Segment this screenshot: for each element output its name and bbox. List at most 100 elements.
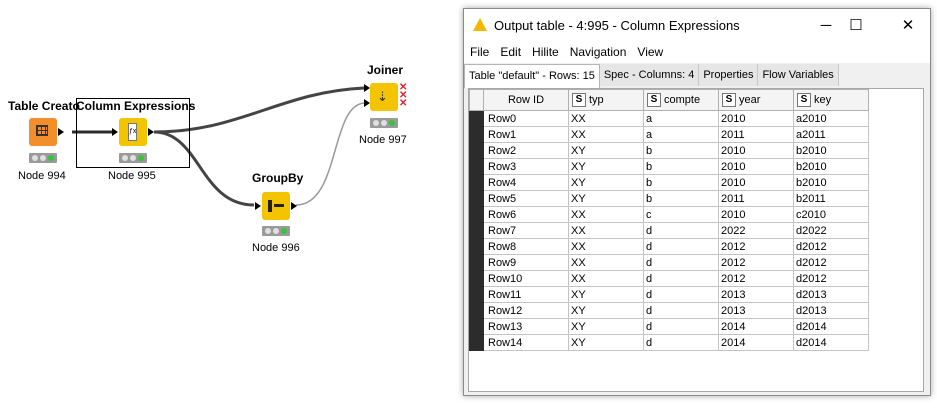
- table-cell[interactable]: d2014: [793, 334, 869, 351]
- table-cell[interactable]: d: [643, 222, 719, 239]
- row-id-cell[interactable]: Row12: [483, 302, 569, 319]
- table-cell[interactable]: b: [643, 142, 719, 159]
- table-cell[interactable]: 2010: [718, 158, 794, 175]
- table-cell[interactable]: XX: [568, 126, 644, 143]
- table-cell[interactable]: XX: [568, 254, 644, 271]
- table-cell[interactable]: d2013: [793, 286, 869, 303]
- table-cell[interactable]: b: [643, 158, 719, 175]
- table-cell[interactable]: XY: [568, 190, 644, 207]
- row-id-cell[interactable]: Row1: [483, 126, 569, 143]
- table-cell[interactable]: a2010: [793, 110, 869, 127]
- table-cell[interactable]: 2011: [718, 190, 794, 207]
- tab-flow-variables[interactable]: Flow Variables: [758, 64, 839, 86]
- table-cell[interactable]: d2022: [793, 222, 869, 239]
- table-cell[interactable]: 2013: [718, 286, 794, 303]
- tab-spec[interactable]: Spec - Columns: 4: [599, 64, 700, 86]
- row-id-cell[interactable]: Row14: [483, 334, 569, 351]
- table-cell[interactable]: d: [643, 238, 719, 255]
- table-cell[interactable]: d: [643, 318, 719, 335]
- table-cell[interactable]: 2014: [718, 334, 794, 351]
- table-cell[interactable]: d: [643, 334, 719, 351]
- node-994[interactable]: [29, 118, 57, 146]
- table-cell[interactable]: 2010: [718, 142, 794, 159]
- table-cell[interactable]: a: [643, 126, 719, 143]
- row-id-cell[interactable]: Row2: [483, 142, 569, 159]
- row-id-cell[interactable]: Row0: [483, 110, 569, 127]
- table-cell[interactable]: 2013: [718, 302, 794, 319]
- table-cell[interactable]: 2014: [718, 318, 794, 335]
- row-id-cell[interactable]: Row9: [483, 254, 569, 271]
- table-cell[interactable]: XY: [568, 334, 644, 351]
- table-cell[interactable]: b2010: [793, 174, 869, 191]
- node-996[interactable]: [262, 192, 290, 220]
- table-cell[interactable]: d2013: [793, 302, 869, 319]
- table-cell[interactable]: d: [643, 286, 719, 303]
- table-cell[interactable]: d2014: [793, 318, 869, 335]
- minimize-icon[interactable]: ─: [820, 16, 832, 34]
- table-cell[interactable]: d2012: [793, 270, 869, 287]
- table-cell[interactable]: 2010: [718, 174, 794, 191]
- table-cell[interactable]: d: [643, 254, 719, 271]
- title-bar[interactable]: Output table - 4:995 - Column Expression…: [464, 9, 930, 41]
- table-cell[interactable]: d: [643, 270, 719, 287]
- table-cell[interactable]: c2010: [793, 206, 869, 223]
- output-table-window[interactable]: Output table - 4:995 - Column Expression…: [463, 8, 931, 396]
- tab-table-default[interactable]: Table "default" - Rows: 15: [464, 64, 600, 88]
- row-id-cell[interactable]: Row3: [483, 158, 569, 175]
- table-cell[interactable]: XX: [568, 110, 644, 127]
- table-cell[interactable]: c: [643, 206, 719, 223]
- table-cell[interactable]: 2011: [718, 126, 794, 143]
- row-id-cell[interactable]: Row13: [483, 318, 569, 335]
- table-cell[interactable]: 2022: [718, 222, 794, 239]
- menu-view[interactable]: View: [637, 45, 664, 59]
- node-995[interactable]: ƒx: [119, 118, 147, 146]
- table-cell[interactable]: b2010: [793, 158, 869, 175]
- table-cell[interactable]: b: [643, 190, 719, 207]
- row-id-cell[interactable]: Row10: [483, 270, 569, 287]
- table-cell[interactable]: XX: [568, 238, 644, 255]
- row-id-cell[interactable]: Row7: [483, 222, 569, 239]
- close-icon[interactable]: ✕: [901, 17, 915, 34]
- column-header-rowid[interactable]: Row ID: [483, 89, 569, 111]
- table-cell[interactable]: d2012: [793, 254, 869, 271]
- table-cell[interactable]: 2012: [718, 254, 794, 271]
- table-cell[interactable]: a2011: [793, 126, 869, 143]
- table-cell[interactable]: XX: [568, 270, 644, 287]
- table-cell[interactable]: XX: [568, 222, 644, 239]
- row-id-cell[interactable]: Row6: [483, 206, 569, 223]
- table-cell[interactable]: XY: [568, 158, 644, 175]
- row-id-cell[interactable]: Row11: [483, 286, 569, 303]
- table-cell[interactable]: 2010: [718, 110, 794, 127]
- table-cell[interactable]: XY: [568, 318, 644, 335]
- row-id-cell[interactable]: Row4: [483, 174, 569, 191]
- table-cell[interactable]: b2010: [793, 142, 869, 159]
- maximize-icon[interactable]: ☐: [849, 17, 863, 34]
- table-cell[interactable]: b2011: [793, 190, 869, 207]
- table-cell[interactable]: XY: [568, 286, 644, 303]
- table-cell[interactable]: a: [643, 110, 719, 127]
- menu-navigation[interactable]: Navigation: [569, 45, 627, 59]
- menu-hilite[interactable]: Hilite: [532, 45, 559, 59]
- table-cell[interactable]: b: [643, 174, 719, 191]
- menu-file[interactable]: File: [470, 45, 490, 59]
- node-997[interactable]: ⇣: [370, 83, 398, 111]
- table-cell[interactable]: d2012: [793, 238, 869, 255]
- workflow-canvas[interactable]: Table Creato Node 994 Column Expressions…: [0, 0, 460, 409]
- tab-properties[interactable]: Properties: [699, 64, 759, 86]
- table-cell[interactable]: XY: [568, 174, 644, 191]
